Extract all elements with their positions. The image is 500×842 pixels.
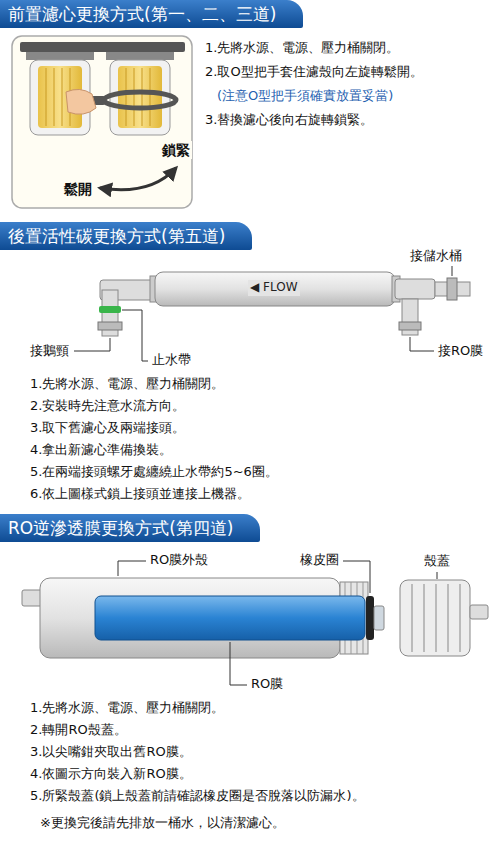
step-text: 3.以尖嘴鉗夾取出舊RO膜。 [30,744,192,761]
step-text: 3.取下舊濾心及兩端接頭。 [30,420,185,437]
step-text: 2.取O型把手套住濾殼向左旋轉鬆開。 [205,64,423,81]
step-text: 1.先將水源、電源、壓力桶關閉。 [205,40,399,57]
turn-direction-label: 鎖緊 [160,141,192,159]
part-label: 殼蓋 [424,553,450,570]
part-label: RO膜 [251,676,283,693]
step-text: 5.在兩端接頭螺牙處纏繞止水帶約5~6圈。 [30,464,278,481]
note-text: ※更換完後請先排放一桶水，以清潔濾心。 [40,815,285,832]
part-label: 接儲水桶 [410,248,462,265]
flow-label: ◀ FLOW [248,280,300,296]
section-heading: 後置活性碳更換方式(第五道) [0,222,225,250]
section-header-band: 前置濾心更換方式(第一、二、三道) [0,0,303,28]
carbon-filter-figure [74,266,470,361]
part-label: 止水帶 [152,352,191,369]
step-text: 3.替換濾心後向右旋轉鎖緊。 [205,112,373,129]
part-label: 接鵝頸 [30,343,69,360]
step-text: 4.依圖示方向裝入新RO膜。 [30,766,192,783]
step-text: 4.拿出新濾心準備換裝。 [30,442,172,459]
part-label: RO膜外殼 [150,552,208,569]
section-heading: 前置濾心更換方式(第一、二、三道) [0,0,276,28]
step-text: 2.轉開RO殼蓋。 [30,722,127,739]
step-text: 6.依上圖樣式鎖上接頭並連接上機器。 [30,486,250,503]
step-text: 1.先將水源、電源、壓力桶關閉。 [30,376,224,393]
part-label: 橡皮圈 [300,552,339,569]
filter-housing-figure [12,36,192,208]
step-text: 2.安裝時先注意水流方向。 [30,398,185,415]
section-heading: RO逆滲透膜更換方式(第四道) [0,514,233,542]
ro-membrane-figure [22,561,488,685]
step-text: 5.所緊殼蓋(鎖上殼蓋前請確認橡皮圈是否脫落以防漏水)。 [30,788,365,805]
step-text: 1.先將水源、電源、壓力桶關閉。 [30,700,224,717]
part-label: 接RO膜 [438,343,483,360]
section-header-band: RO逆滲透膜更換方式(第四道) [0,514,260,542]
turn-direction-label: 鬆開 [62,180,94,198]
note-text: (注意O型把手須確實放置妥當) [217,88,393,105]
section-header-band: 後置活性碳更換方式(第五道) [0,222,252,250]
